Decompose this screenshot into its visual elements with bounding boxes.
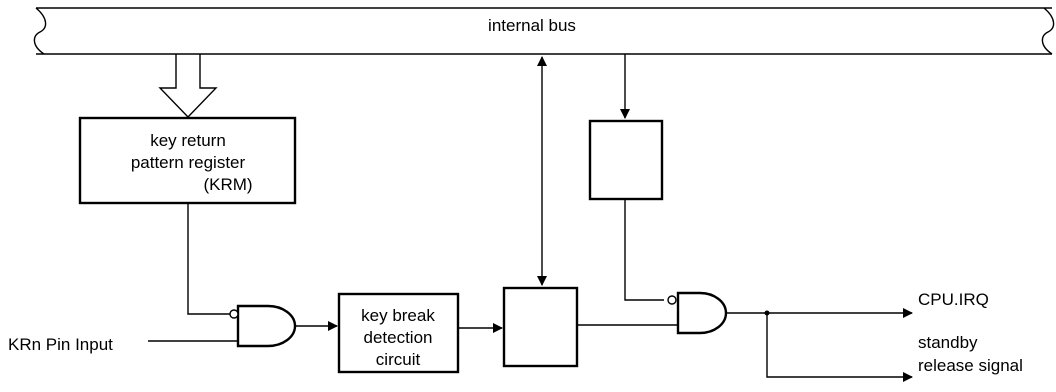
krm-to-gate-wire: [187, 203, 230, 315]
krm-label-line3: (KRM): [203, 175, 252, 194]
internal-bus: internal bus: [33, 7, 1055, 55]
flag-register-box: [588, 119, 664, 201]
krn-pin-input-label: KRn Pin Input: [8, 335, 113, 354]
standby-label-line2: release signal: [918, 356, 1023, 375]
output-and-gate: [667, 291, 728, 335]
interrupt-control-box: [502, 286, 579, 368]
internal-bus-label: internal bus: [488, 16, 576, 35]
krm-register-box: [78, 116, 297, 205]
bus-to-krm-hollow-arrow: [158, 54, 218, 119]
flag-to-gate-wire: [624, 199, 664, 301]
input-and-gate: [229, 304, 297, 348]
standby-release-arrow: [766, 313, 913, 382]
cpu-irq-label: CPU.IRQ: [918, 290, 989, 309]
krm-label-line2: pattern register: [131, 153, 246, 172]
krm-label-line1: key return: [150, 131, 226, 150]
key-break-detection-box: [337, 292, 460, 374]
standby-label-line1: standby: [918, 333, 978, 352]
kbd-label-line3: circuit: [376, 350, 421, 369]
kbd-label-line1: key break: [361, 306, 435, 325]
kbd-label-line2: detection: [364, 328, 433, 347]
